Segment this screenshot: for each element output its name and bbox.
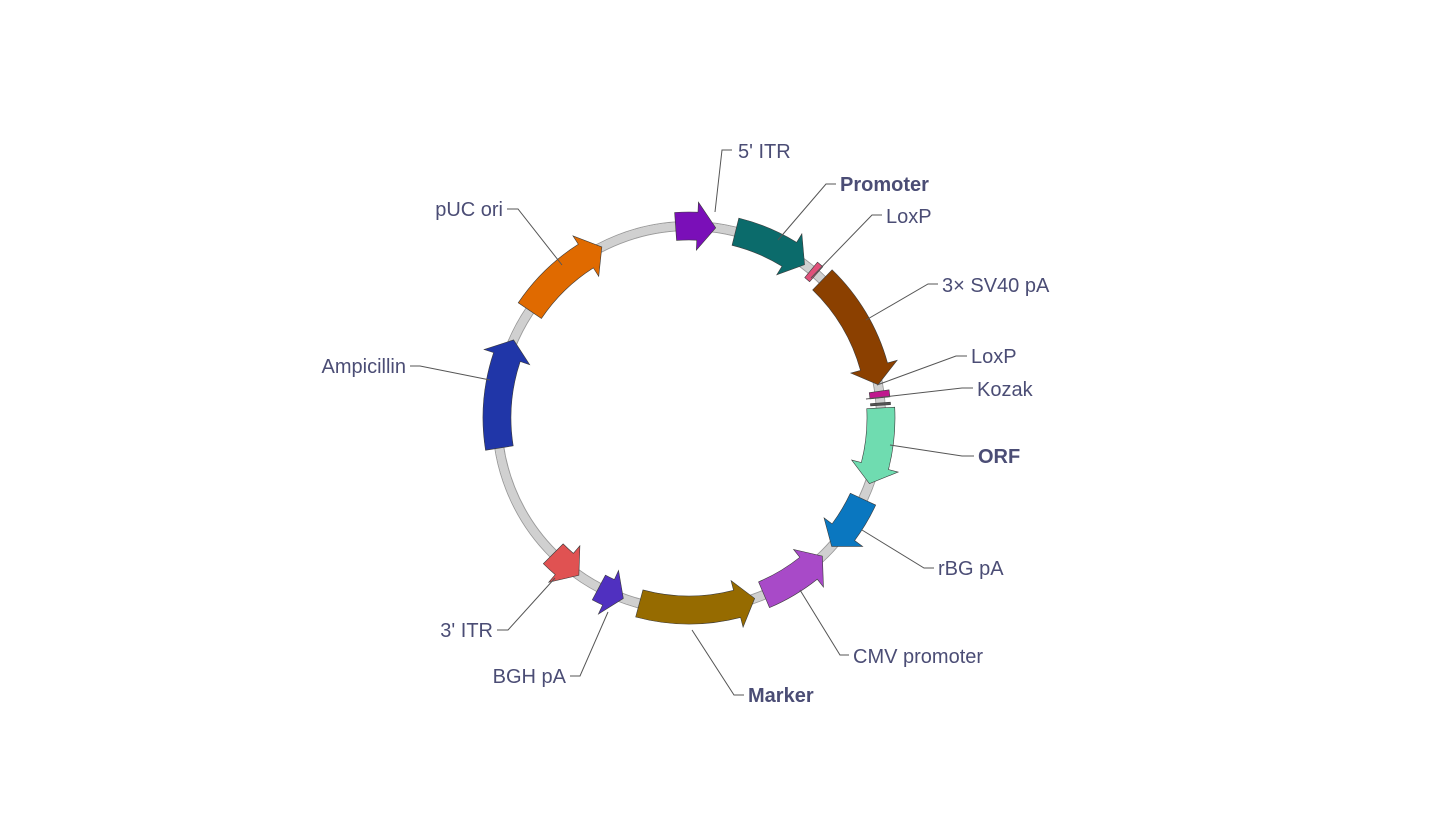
label-layer: 5' ITR Promoter LoxP 3× SV40 pA LoxP Koz… bbox=[322, 141, 1050, 707]
leader-loxp1 bbox=[810, 214, 882, 279]
feature-itr3[interactable] bbox=[542, 543, 581, 583]
label-ampicillin[interactable]: Ampicillin bbox=[322, 356, 406, 378]
feature-loxp1[interactable] bbox=[804, 261, 824, 283]
label-cmv-promoter[interactable]: CMV promoter bbox=[853, 646, 983, 668]
leader-marker bbox=[691, 629, 744, 696]
leader-promoter bbox=[777, 183, 836, 241]
leader-layer bbox=[410, 149, 974, 696]
label-itr5[interactable]: 5' ITR bbox=[738, 141, 791, 163]
leader-itr3 bbox=[497, 577, 556, 631]
label-orf[interactable]: ORF bbox=[978, 446, 1020, 468]
feature-sv40pa[interactable] bbox=[812, 269, 898, 386]
feature-bghpa[interactable] bbox=[591, 569, 624, 615]
feature-marker[interactable] bbox=[635, 579, 756, 629]
feature-ampicillin[interactable] bbox=[482, 339, 531, 451]
feature-puc[interactable] bbox=[517, 235, 603, 319]
feature-itr5[interactable] bbox=[674, 201, 717, 252]
label-marker[interactable]: Marker bbox=[748, 685, 814, 707]
leader-bghpa bbox=[570, 611, 609, 677]
leader-ampicillin bbox=[410, 365, 491, 381]
label-kozak[interactable]: Kozak bbox=[977, 379, 1034, 401]
leader-loxp2 bbox=[876, 355, 967, 386]
feature-kozak[interactable] bbox=[870, 401, 891, 407]
leader-puc bbox=[507, 208, 563, 266]
feature-rbgpa[interactable] bbox=[823, 492, 877, 547]
label-bgh-pa[interactable]: BGH pA bbox=[493, 666, 567, 688]
leader-rbgpa bbox=[861, 529, 934, 569]
label-loxp-1[interactable]: LoxP bbox=[886, 206, 932, 228]
leader-cmv bbox=[799, 589, 849, 656]
label-loxp-2[interactable]: LoxP bbox=[971, 346, 1017, 368]
leader-orf bbox=[889, 444, 974, 457]
feature-promoter[interactable] bbox=[731, 217, 805, 276]
feature-orf[interactable] bbox=[850, 406, 900, 485]
feature-layer bbox=[482, 201, 900, 629]
label-sv40-pa[interactable]: 3× SV40 pA bbox=[942, 275, 1050, 297]
leader-kozak bbox=[865, 387, 973, 400]
label-puc-ori[interactable]: pUC ori bbox=[435, 199, 503, 221]
leader-sv40pa bbox=[865, 283, 938, 321]
leader-itr5 bbox=[714, 149, 732, 213]
label-itr3[interactable]: 3' ITR bbox=[440, 620, 493, 642]
label-rbg-pa[interactable]: rBG pA bbox=[938, 558, 1004, 580]
label-promoter[interactable]: Promoter bbox=[840, 174, 929, 196]
feature-cmv[interactable] bbox=[758, 548, 824, 609]
